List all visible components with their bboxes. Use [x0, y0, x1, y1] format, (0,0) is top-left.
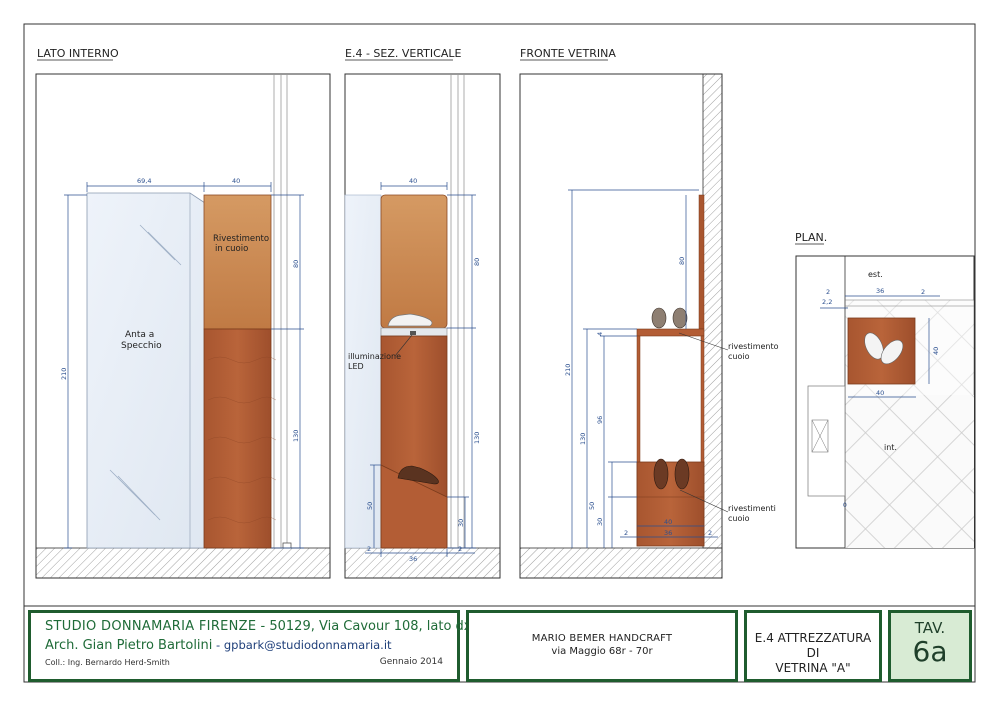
panel-plan: PLAN. est. int. 36 2 2,2 2 40 40 0: [795, 231, 975, 549]
floor-hatch: [35, 547, 331, 579]
dim-30-sez: 30: [457, 519, 465, 527]
shoe-upper-right: [672, 307, 688, 329]
plan-shoe-right: [880, 339, 904, 365]
label-rivestimento-cuoio-1: rivestimento: [728, 342, 779, 351]
sheet-border: [23, 23, 976, 683]
title-block-tav: TAV. 6a: [888, 610, 972, 682]
label-cuoio-1: cuoio: [728, 352, 750, 361]
dim-50-front: 50: [588, 502, 596, 510]
label-specchio: Specchio: [121, 341, 162, 351]
dim-40-sez: 40: [409, 177, 417, 185]
dim-96-front: 96: [596, 416, 604, 424]
section-title-plan: PLAN.: [795, 231, 827, 244]
dim-130-sez: 130: [473, 432, 481, 444]
shoe-upper-left: [651, 307, 667, 329]
title-block-client: MARIO BEMER HANDCRAFT via Maggio 68r - 7…: [466, 610, 738, 682]
subject-line-2: VETRINA "A": [775, 661, 851, 675]
dim-4-front: 4: [596, 332, 604, 336]
dim-50-sez: 50: [366, 502, 374, 510]
label-in-cuoio: in cuoio: [215, 244, 248, 254]
dim-130: 130: [292, 430, 300, 442]
dim-80-sez: 80: [473, 258, 481, 266]
dim-2-front-left: 2: [624, 529, 628, 537]
shoe-on-stand: [397, 465, 439, 485]
dim-2-2-plan: 2,2: [822, 298, 832, 306]
panel-lato-interno: LATO INTERNO Anta a Specchio Rivestiment…: [35, 47, 331, 579]
subject-line-1: E.4 ATTREZZATURA DI: [754, 631, 872, 660]
dim-210: 210: [60, 368, 68, 380]
label-est: est.: [868, 270, 883, 279]
shoe-lower-right: [674, 458, 690, 490]
dim-80: 80: [292, 260, 300, 268]
client-name: MARIO BEMER HANDCRAFT: [531, 633, 673, 644]
dim-40-top: 40: [232, 177, 240, 185]
dim-2-plan-right: 2: [921, 288, 925, 296]
front-lower-box: [636, 461, 705, 547]
tav-number: 6a: [912, 635, 948, 668]
studio-line: STUDIO DONNAMARIA FIRENZE - 50129, Via C…: [45, 619, 472, 634]
dim-30-front: 30: [596, 518, 604, 526]
dim-2-plan-left: 2: [826, 288, 830, 296]
label-rivestimento: Rivestimento: [213, 234, 269, 244]
tav-label: TAV.: [914, 619, 946, 637]
section-title-fronte-vetrina: FRONTE VETRINA: [520, 47, 616, 60]
label-anta-a: Anta a: [125, 330, 154, 340]
front-upper-shelf: [636, 328, 705, 337]
architect-name: Arch. Gian Pietro Bartolini: [45, 638, 213, 653]
collaborator-name: Coll.: Ing. Bernardo Herd-Smith: [45, 658, 170, 667]
plan-shoe-left: [864, 332, 884, 360]
dim-0-plan: 0: [843, 502, 847, 509]
drawing-date: Gennaio 2014: [379, 657, 443, 667]
section-upper-leather: [380, 194, 448, 329]
dim-36-plan: 36: [876, 287, 884, 295]
leather-panel-upper: [203, 194, 272, 330]
shoe-on-shelf: [387, 313, 433, 327]
dim-2-sez-left: 2: [367, 545, 371, 553]
front-leather-strip: [698, 194, 705, 330]
label-int: int.: [884, 443, 897, 452]
dim-40-front: 40: [664, 518, 672, 526]
wall-hatch: [702, 73, 723, 549]
client-address: via Maggio 68r - 70r: [551, 646, 653, 657]
leather-panel-lower: [203, 328, 272, 549]
dim-2-front-right: 2: [708, 529, 712, 537]
title-block-studio: STUDIO DONNAMARIA FIRENZE - 50129, Via C…: [28, 610, 472, 682]
shoe-lower-left: [653, 458, 669, 490]
section-title-lato-interno: LATO INTERNO: [37, 47, 119, 60]
dim-210-front: 210: [564, 364, 572, 376]
label-rivestimento-cuoio-2: rivestimenti: [728, 504, 776, 513]
section-title-sez-verticale: E.4 - SEZ. VERTICALE: [345, 47, 461, 60]
dim-130-front: 130: [579, 433, 587, 445]
studio-name: STUDIO DONNAMARIA FIRENZE: [45, 619, 257, 634]
plan-floor-tiles: [845, 395, 974, 548]
dim-69-4: 69,4: [137, 177, 151, 185]
dim-36-sez: 36: [409, 555, 417, 563]
panel-sez-verticale: E.4 - SEZ. VERTICALE illuminazione LED: [344, 47, 501, 579]
dim-80-front: 80: [678, 257, 686, 265]
dim-2-sez-right: 2: [458, 545, 462, 553]
dim-36-front: 36: [664, 529, 672, 537]
panel-fronte-vetrina: FRONTE VETRINA rivestimento cuoio rivest…: [519, 47, 779, 579]
label-led: LED: [348, 362, 364, 371]
label-cuoio-2: cuoio: [728, 514, 750, 523]
mirror-door: [86, 192, 206, 549]
collaborator-line: Coll.: Ing. Bernardo Herd-Smith Gennaio …: [45, 657, 447, 667]
architect-line: Arch. Gian Pietro Bartolini - gpbark@stu…: [45, 638, 447, 653]
title-block-subject: E.4 ATTREZZATURA DI VETRINA "A": [744, 610, 882, 682]
dim-40-plan-horiz: 40: [876, 389, 884, 397]
studio-address: - 50129, Via Cavour 108, lato dx: [256, 619, 472, 634]
label-illuminazione: illuminazione: [348, 352, 401, 361]
architect-email: - gpbark@studiodonnamaria.it: [212, 638, 392, 652]
dim-40-plan-vert: 40: [932, 347, 940, 355]
